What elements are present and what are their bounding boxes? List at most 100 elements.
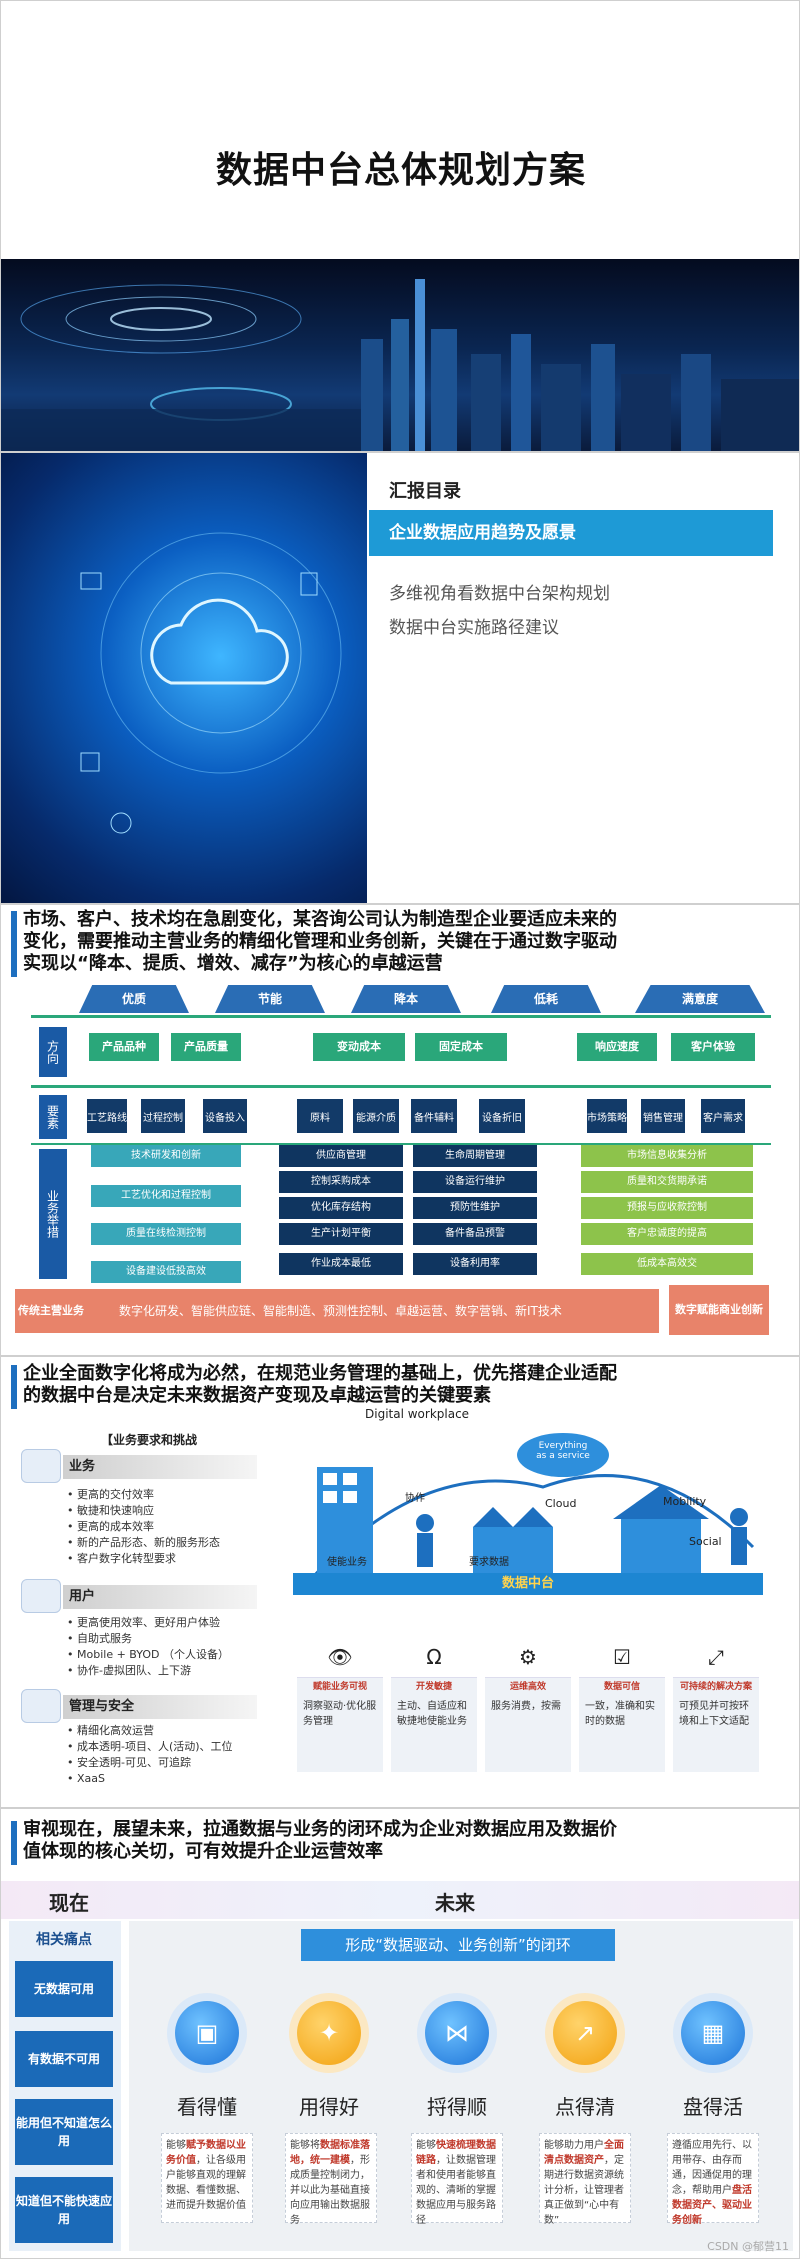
capability-desc: 主动、自适应和敏捷地使能业务: [397, 1701, 467, 1727]
capability-desc: 一致，准确和实时的数据: [585, 1701, 655, 1727]
divider-line: [31, 1143, 771, 1145]
bullet-item: 协作-虚拟团队、上下游: [67, 1663, 229, 1679]
category-bullets: 精细化高效运营 成本透明-项目、人(活动)、工位 安全透明-可见、可追踪 Xaa…: [67, 1723, 233, 1787]
pain-item: 知道但不能快速应用: [15, 2177, 113, 2243]
monitor-icon: ▣: [175, 2001, 239, 2065]
capability-card: ⚙ 运维高效 服务消费，按需: [485, 1637, 571, 1772]
collab-label: 协作: [405, 1493, 425, 1504]
bulb-icon: ✦: [297, 2001, 361, 2065]
social-label: Social: [689, 1535, 722, 1548]
capability-desc: 洞察驱动·优化服务管理: [303, 1701, 377, 1727]
cloud-label: Cloud: [545, 1497, 577, 1510]
capability-desc: 可预见并可按环境和上下文适配: [679, 1701, 749, 1727]
database-icon: ▦: [681, 2001, 745, 2065]
measure-box: 预防性维护: [413, 1197, 537, 1219]
goal-desc: 遵循应用先行、以用带存、由存而通，因通促用的理念，帮助用户盘活数据资产、驱动业务…: [667, 2133, 759, 2226]
element-box: 原料: [297, 1099, 343, 1133]
goal-chevron: 低耗: [491, 985, 601, 1013]
bullet-item: 更高的成本效率: [67, 1519, 220, 1535]
heading-accent-bar: [11, 911, 17, 977]
goal-label: 盘得活: [683, 2095, 743, 2119]
data-platform-bar: 数据中台: [293, 1573, 763, 1595]
bullet-item: 更高使用效率、更好用户体验: [67, 1615, 229, 1631]
digital-workplace-label: Digital workplace: [365, 1407, 470, 1421]
goal-chevron: 节能: [215, 985, 325, 1013]
slide-title: 数据中台总体规划方案: [0, 0, 800, 452]
capability-label: 数据可信: [603, 1682, 640, 1692]
measure-box: 预报与应收款控制: [581, 1197, 753, 1219]
bullet-item: 更高的交付效率: [67, 1487, 220, 1503]
agenda-heading: 汇报目录: [389, 481, 461, 502]
agenda-item: 多维视角看数据中台架构规划: [389, 584, 610, 604]
goal-desc: 能够赋予数据以业务价值，让各级用户能够直观的理解数据、看懂数据、进而提升数据价值: [161, 2133, 253, 2223]
element-box: 销售管理: [641, 1099, 685, 1133]
solution-icon: ⤢: [673, 1637, 759, 1678]
measure-box: 控制采购成本: [279, 1171, 403, 1193]
element-box: 备件辅料: [411, 1099, 457, 1133]
measure-box: 技术研发和创新: [91, 1145, 241, 1167]
bullet-item: 新的产品形态、新的服务形态: [67, 1535, 220, 1551]
bullet-item: 安全透明-可见、可追踪: [67, 1755, 233, 1771]
bullet-item: 自助式服务: [67, 1631, 229, 1647]
capability-label: 赋能业务可视: [312, 1682, 367, 1692]
divider-line: [31, 1085, 771, 1088]
direction-box: 客户体验: [671, 1033, 755, 1061]
city-skyline-graphic: [1, 279, 799, 451]
use-service-label: 使能业务: [327, 1557, 367, 1568]
measure-box: 优化库存结构: [279, 1197, 403, 1219]
element-box: 设备折旧: [479, 1099, 525, 1133]
chart-icon: ↗: [553, 2001, 617, 2065]
measure-box: 生命周期管理: [413, 1145, 537, 1167]
element-box: 市场策略: [587, 1099, 627, 1133]
agenda-item: 数据中台实施路径建议: [389, 618, 559, 638]
heading-line: 的数据中台是决定未来数据资产变现及卓越运营的关键要素: [23, 1385, 491, 1406]
element-box: 设备投入: [203, 1099, 247, 1133]
measure-box: 市场信息收集分析: [581, 1145, 753, 1167]
heading-line: 审视现在，展望未来，拉通数据与业务的闭环成为企业对数据应用及数据价: [23, 1819, 617, 1840]
workplace-illustration: [311, 1433, 755, 1579]
cloud-graphic: [80, 532, 342, 834]
measure-box: 供应商管理: [279, 1145, 403, 1167]
category-label: 管理与安全: [63, 1695, 257, 1719]
divider-line: [31, 1015, 771, 1018]
measure-box: 设备利用率: [413, 1253, 537, 1275]
business-icon: [21, 1449, 61, 1483]
cloud-tech-image: [1, 453, 367, 903]
loop-banner: 形成“数据驱动、业务创新”的闭环: [301, 1929, 615, 1961]
goal-chevron: 优质: [79, 985, 189, 1013]
traditional-business-arrow: 传统主营业务: [15, 1289, 87, 1333]
goal-chevron: 满意度: [635, 985, 765, 1013]
cloud-service-label: Everything as a service: [536, 1441, 590, 1461]
goal-label: 点得清: [555, 2095, 615, 2119]
heading-line: 市场、客户、技术均在急剧变化，某咨询公司认为制造型企业要适应未来的: [23, 909, 617, 930]
element-box: 能源介质: [353, 1099, 399, 1133]
measure-box: 作业成本最低: [279, 1253, 403, 1275]
heading-line: 值体现的核心关切，可有效提升企业运营效率: [23, 1841, 383, 1862]
element-box: 客户需求: [701, 1099, 745, 1133]
row-label-direction: 方向: [39, 1027, 67, 1077]
capability-label: 开发敏捷: [415, 1682, 452, 1692]
slide-heading: 市场、客户、技术均在急剧变化，某咨询公司认为制造型企业要适应未来的 变化，需要推…: [23, 909, 617, 975]
measure-box: 质量在线检测控制: [91, 1223, 241, 1245]
bullet-item: 敏捷和快速响应: [67, 1503, 220, 1519]
heading-line: 企业全面数字化将成为必然，在规范业务管理的基础上，优先搭建企业适配: [23, 1363, 617, 1384]
measure-box: 低成本高效交: [581, 1253, 753, 1275]
share-icon: ⋈: [425, 2001, 489, 2065]
direction-box: 固定成本: [415, 1033, 507, 1061]
user-icon: [21, 1579, 61, 1613]
agile-icon: Ω: [391, 1637, 477, 1678]
measure-box: 生产计划平衡: [279, 1223, 403, 1245]
time-band: [1, 1881, 799, 1919]
heading-line: 变化，需要推动主营业务的精细化管理和业务创新，关键在于通过数字驱动: [23, 931, 617, 952]
goal-label: 捋得顺: [427, 2095, 487, 2119]
pain-item: 有数据不可用: [15, 2031, 113, 2087]
bullet-item: XaaS: [67, 1771, 233, 1787]
goal-desc: 能够快速梳理数据链路，让数据管理者和使用者能够直观的、清晰的掌握数据应用与服务路…: [411, 2133, 503, 2226]
checkbox-icon: ☑: [579, 1637, 665, 1678]
measure-box: 客户忠诚度的提高: [581, 1223, 753, 1245]
measure-box: 备件备品预警: [413, 1223, 537, 1245]
capability-label: 可持续的解决方案: [679, 1682, 752, 1692]
slide-heading: 审视现在，展望未来，拉通数据与业务的闭环成为企业对数据应用及数据价 值体现的核心…: [23, 1819, 617, 1863]
security-icon: [21, 1689, 61, 1723]
section-title: 【业务要求和挑战: [101, 1433, 198, 1447]
